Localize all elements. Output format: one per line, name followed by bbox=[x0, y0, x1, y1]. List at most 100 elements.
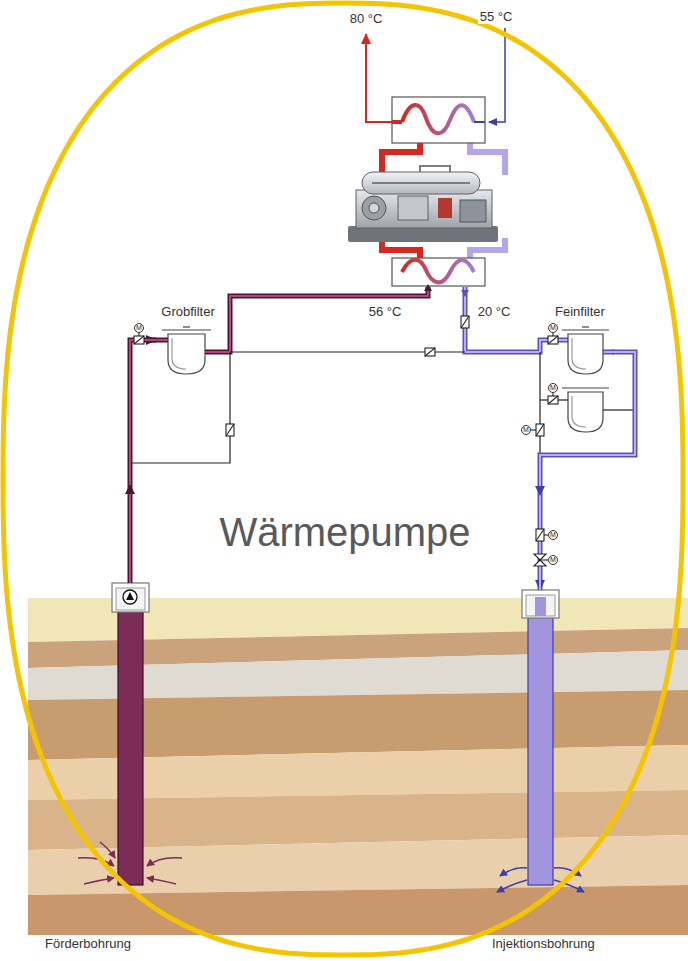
heat-exchanger bbox=[392, 120, 402, 124]
check-valve bbox=[536, 529, 544, 541]
inflow-arrows bbox=[147, 858, 182, 866]
production-well-pipe bbox=[123, 590, 137, 604]
inflow-arrows bbox=[100, 842, 115, 858]
injection-well-pipe bbox=[522, 590, 559, 885]
ground-layers bbox=[28, 885, 688, 935]
heat-pump-machine bbox=[362, 172, 480, 194]
heat-pump-machine bbox=[362, 196, 386, 220]
heat-exchanger bbox=[489, 28, 505, 122]
globe-valve bbox=[534, 560, 546, 566]
butterfly-valve bbox=[552, 333, 553, 336]
outflow-arrows bbox=[497, 880, 527, 892]
node-label: Injektionsbohrung bbox=[492, 936, 595, 951]
motor-label: M bbox=[548, 530, 558, 540]
heat-pump-machine bbox=[460, 200, 486, 222]
filter-vessel bbox=[162, 329, 211, 330]
temperature-label: 20 °C bbox=[476, 304, 513, 319]
production-well-pipe bbox=[112, 583, 149, 885]
ground-layers bbox=[28, 628, 688, 668]
bypass-lines bbox=[539, 352, 540, 455]
production-well-pipe bbox=[112, 583, 149, 612]
ground-layers bbox=[28, 598, 688, 642]
heat-exchanger bbox=[382, 143, 420, 175]
butterfly-valve bbox=[134, 336, 144, 344]
flow-arrow bbox=[125, 484, 135, 494]
inflow-arrows bbox=[78, 842, 182, 884]
butterfly-valve bbox=[552, 393, 553, 396]
butterfly-valve bbox=[134, 333, 558, 404]
check-valve bbox=[536, 424, 544, 436]
globe-valve bbox=[534, 554, 546, 560]
heat-exchanger bbox=[470, 238, 505, 258]
heat-exchanger bbox=[392, 258, 485, 286]
filter-vessel bbox=[162, 327, 609, 432]
filter-vessel bbox=[568, 392, 603, 432]
ground-layers bbox=[28, 745, 688, 800]
bypass-lines bbox=[130, 352, 635, 463]
production-well-pipe bbox=[118, 590, 143, 885]
check-valve bbox=[536, 529, 544, 541]
motor-label: M bbox=[548, 383, 558, 393]
pipe-connector bbox=[540, 352, 635, 590]
injection-well-pipe bbox=[522, 590, 559, 618]
filter-vessel bbox=[183, 326, 190, 327]
hot-pipe bbox=[150, 287, 428, 352]
hot-pipe bbox=[150, 287, 428, 352]
bypass-lines bbox=[130, 352, 230, 463]
flow-arrow bbox=[461, 290, 469, 297]
pipe-outer bbox=[540, 352, 635, 590]
production-well-pipe bbox=[116, 588, 145, 610]
cold-pipe bbox=[465, 287, 614, 352]
check-valve bbox=[536, 424, 544, 436]
outflow-arrows bbox=[497, 868, 584, 892]
check-valve bbox=[531, 429, 536, 430]
filter-vessel bbox=[568, 334, 603, 374]
region-title: Wärmepumpe bbox=[219, 509, 470, 555]
check-valve bbox=[461, 316, 469, 328]
butterfly-valve bbox=[425, 348, 435, 356]
flow-arrow bbox=[535, 486, 545, 496]
heat-exchanger bbox=[392, 97, 485, 143]
heat-exchanger bbox=[382, 238, 420, 258]
outflow-arrows bbox=[500, 868, 527, 876]
injection-well: Injektionsbohrung bbox=[480, 590, 615, 953]
check-valve bbox=[226, 424, 234, 436]
heat-exchanger bbox=[474, 121, 485, 123]
bypass-lines bbox=[540, 399, 568, 400]
bypass-lines bbox=[603, 409, 635, 410]
motor-label: M bbox=[548, 555, 558, 565]
inflow-arrows bbox=[84, 878, 114, 884]
ground-layers bbox=[28, 690, 688, 760]
filter-vessel bbox=[582, 326, 589, 327]
node-label: Förderbohrung bbox=[45, 936, 131, 951]
node-label: Grobfilter bbox=[161, 304, 214, 319]
ground-layers bbox=[28, 790, 688, 850]
heat-pump-machine bbox=[372, 166, 470, 183]
motor-label: M bbox=[521, 425, 531, 435]
region-outline-path bbox=[3, 3, 683, 955]
flow-arrow bbox=[125, 284, 545, 496]
globe-valve bbox=[534, 554, 548, 566]
pipe-inner bbox=[540, 352, 635, 590]
butterfly-valve bbox=[138, 333, 139, 336]
heat-exchanger bbox=[366, 28, 505, 286]
heat-exchanger bbox=[366, 34, 392, 122]
heat-pump-machine bbox=[348, 166, 498, 242]
production-well-pipe bbox=[126, 592, 134, 600]
heat-exchanger bbox=[470, 143, 505, 175]
outflow-arrows bbox=[554, 880, 584, 892]
inflow-arrows bbox=[147, 878, 176, 884]
ground-layers bbox=[28, 835, 688, 895]
hot-pipe bbox=[150, 287, 428, 352]
bypass-lines bbox=[230, 351, 465, 352]
production-well: Förderbohrung bbox=[40, 583, 170, 953]
pipe-outer bbox=[130, 340, 156, 583]
check-valve bbox=[226, 424, 234, 436]
filter-vessel bbox=[572, 338, 586, 369]
